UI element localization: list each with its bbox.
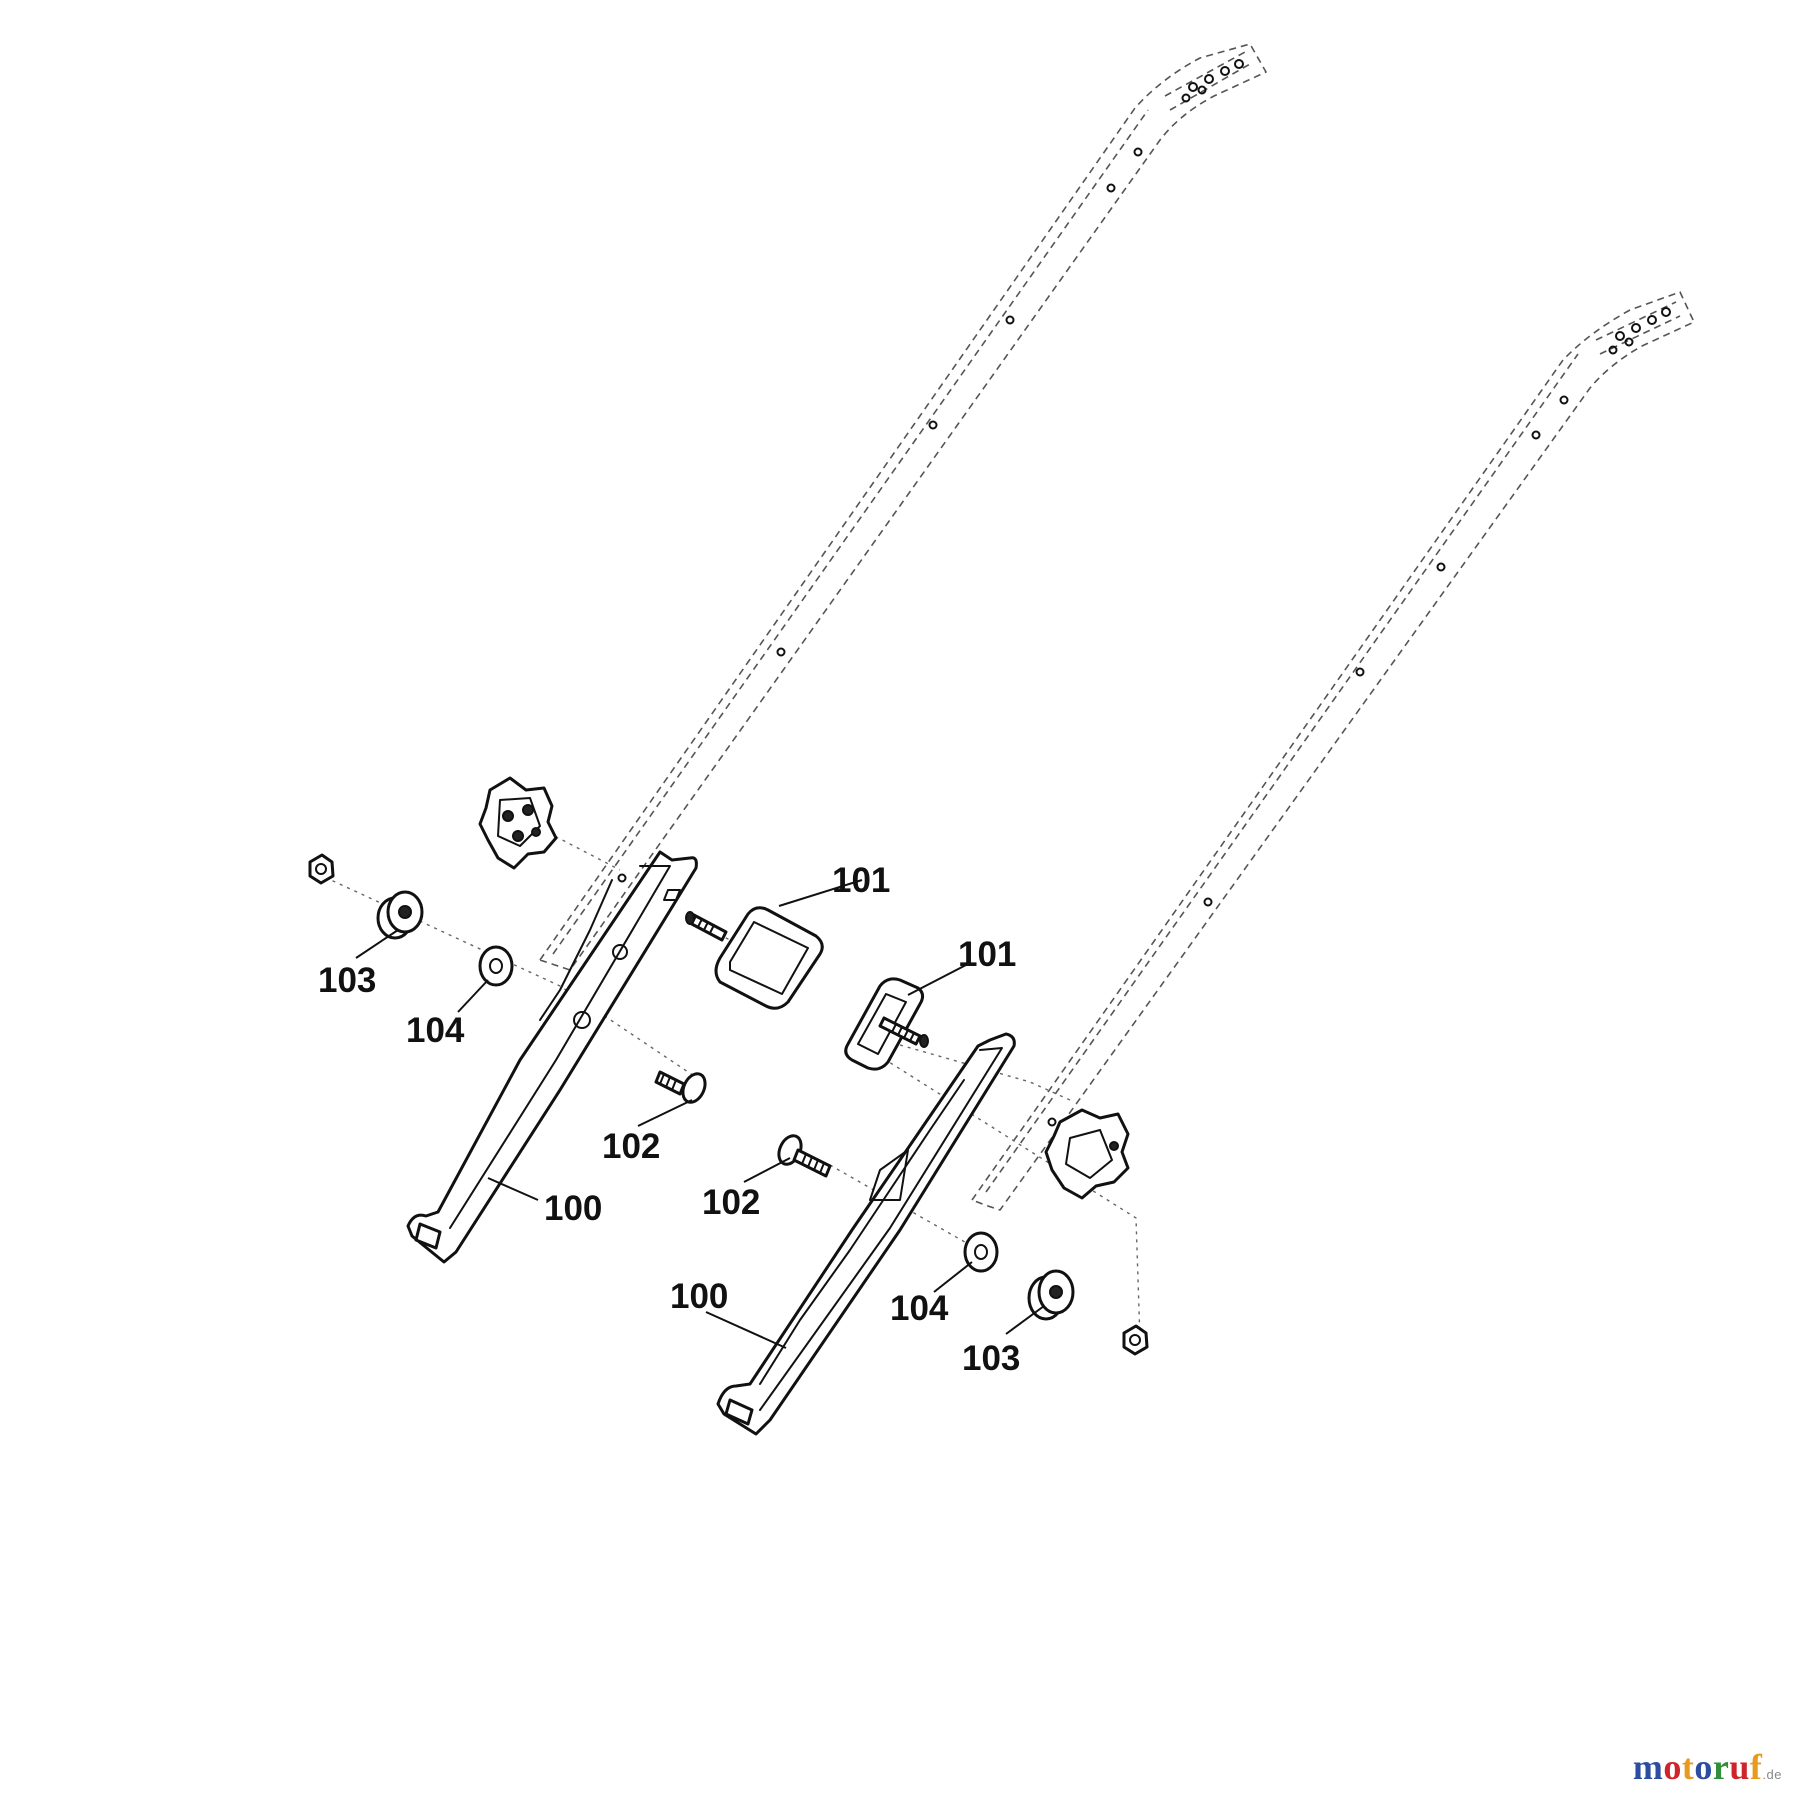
brand-tld: .de xyxy=(1762,1767,1782,1782)
callout-104-right: 104 xyxy=(890,1289,949,1328)
brand-letter: f xyxy=(1749,1747,1763,1787)
callout-102-right: 102 xyxy=(702,1183,760,1222)
star-knob-left xyxy=(478,776,558,870)
callout-101-right: 101 xyxy=(958,935,1016,974)
bolt-102-right xyxy=(777,1134,832,1178)
brand-logo: motoruf.de xyxy=(1633,1746,1782,1788)
washer-104-left xyxy=(478,945,514,987)
handle-tube-left xyxy=(539,43,1267,971)
callout-101-left: 101 xyxy=(832,861,890,900)
callouts: 101 103 104 102 100 101 102 100 104 103 xyxy=(318,861,1020,1378)
clamp-lever-101-right xyxy=(844,977,929,1071)
brand-letter: t xyxy=(1681,1747,1695,1787)
callout-102-left: 102 xyxy=(602,1127,660,1166)
washer-104-right xyxy=(963,1231,999,1273)
handle-tube-right xyxy=(971,291,1695,1211)
handle-lever-100-left xyxy=(406,850,698,1264)
callout-103-right: 103 xyxy=(962,1339,1020,1378)
brand-letter: u xyxy=(1729,1747,1750,1787)
brand-letter: r xyxy=(1712,1747,1730,1787)
handle-lever-100-right xyxy=(716,1032,1016,1436)
leader-lines xyxy=(355,879,1045,1349)
washer-103-right xyxy=(1027,1269,1075,1321)
callout-100-left: 100 xyxy=(544,1189,602,1228)
washer-103-left xyxy=(376,890,424,940)
nut-right xyxy=(1122,1324,1149,1356)
clamp-lever-101-left xyxy=(685,906,824,1010)
brand-letter: m xyxy=(1632,1747,1664,1787)
brand-wordmark: motoruf xyxy=(1633,1747,1763,1787)
callout-104-left: 104 xyxy=(406,1011,465,1050)
star-knob-right xyxy=(1044,1108,1130,1200)
bolt-102-left xyxy=(654,1070,707,1104)
nut-left xyxy=(308,853,335,885)
callout-100-right: 100 xyxy=(670,1277,728,1316)
brand-letter: o xyxy=(1663,1747,1682,1787)
callout-103-left: 103 xyxy=(318,961,376,1000)
brand-letter: o xyxy=(1694,1747,1713,1787)
